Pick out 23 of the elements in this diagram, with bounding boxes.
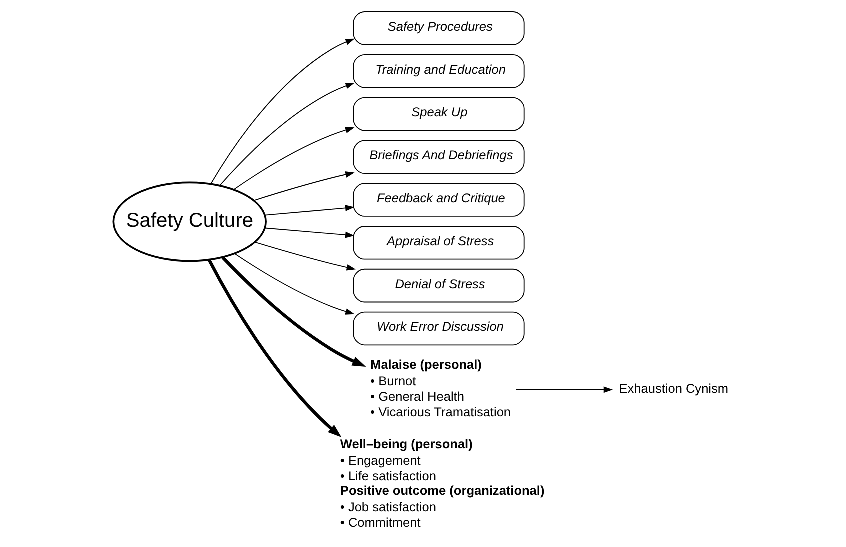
node-box: Safety Procedures [352, 12, 524, 46]
node-ellipse: Safety Culture [112, 182, 266, 262]
node-box: Briefings And Debriefings [352, 140, 524, 174]
arrow [264, 228, 354, 238]
arrow [219, 83, 354, 186]
node-text: Malaise (personal) • Burnot • General Health • Vicarious Tramatisation [370, 357, 511, 420]
arrow [264, 205, 354, 216]
node-text: Well–being (personal) • Engagement • Life satisfaction Positive outcome (organizational) • Job satisfaction • Commitment [340, 436, 544, 530]
node-box: Speak Up [352, 97, 524, 132]
arrow [234, 253, 354, 315]
arrow [221, 256, 366, 368]
arrow [253, 172, 354, 202]
arrow [207, 259, 342, 438]
node-box: Appraisal of Stress [352, 226, 524, 260]
arrow [515, 386, 612, 394]
node-box: Denial of Stress [352, 268, 524, 303]
arrow [254, 242, 356, 271]
node-box: Work Error Discussion [352, 312, 524, 346]
node-box: Feedback and Critique [352, 183, 524, 217]
arrow [210, 38, 354, 185]
arrow [233, 127, 354, 190]
node-box: Training and Education [352, 54, 524, 88]
node-text: Exhaustion Cynism [618, 381, 728, 396]
